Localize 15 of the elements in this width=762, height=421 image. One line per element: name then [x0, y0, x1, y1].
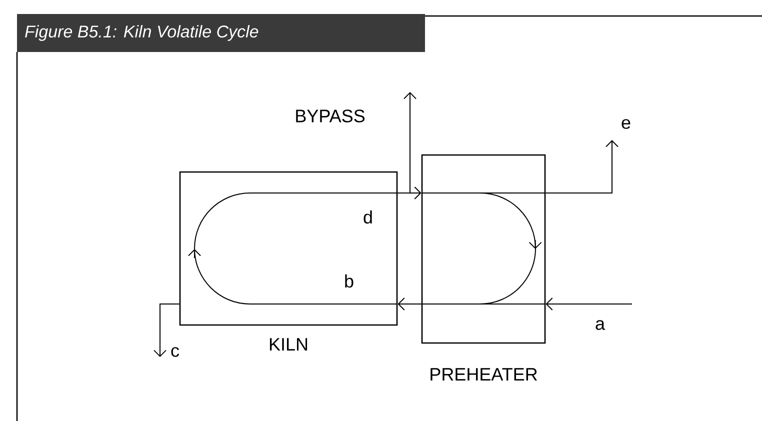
flow-arrow: [398, 298, 422, 310]
node-label: KILN: [270, 338, 308, 351]
edge-label: c: [171, 347, 180, 357]
flow-arrow: [546, 298, 632, 310]
title-band: Figure B5.1: Kiln Volatile Cycle: [17, 14, 425, 52]
edge-label: BYPASS: [296, 110, 365, 122]
flow-arrow: [545, 140, 618, 194]
edge-label: b: [345, 274, 354, 288]
process-box: PREHEATER: [421, 154, 546, 381]
flow-arrow: [154, 304, 180, 357]
edge-label: e: [622, 119, 630, 129]
edge-label: d: [364, 210, 372, 224]
edge-label: a: [596, 320, 605, 330]
flow-arrow: [397, 92, 416, 194]
node-label: PREHEATER: [430, 368, 538, 381]
